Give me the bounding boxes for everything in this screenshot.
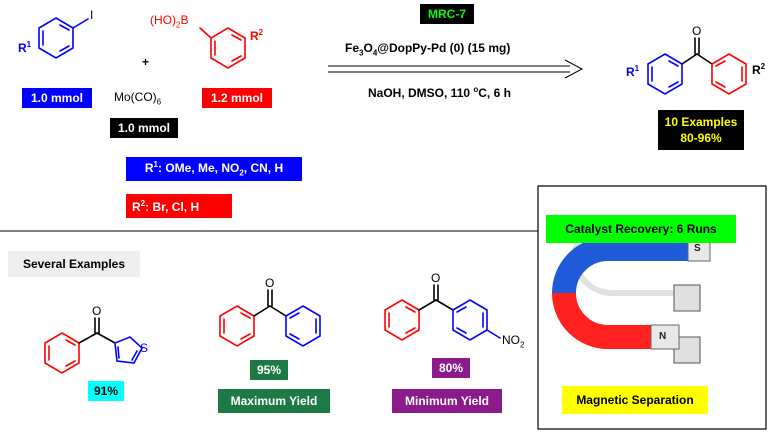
boronic-acid-label: (HO)2B <box>150 13 189 30</box>
conditions-label: NaOH, DMSO, 110 oC, 6 h <box>368 85 511 100</box>
recovery-title-box: Catalyst Recovery: 6 Runs <box>546 215 736 243</box>
example3-nitro: NO2 <box>502 333 525 350</box>
example2-oxygen: O <box>265 276 275 290</box>
r2-substituent: R2 <box>250 28 264 43</box>
reactant1-amount-box: 1.0 mmol <box>22 88 92 108</box>
aryl-iodide-structure <box>38 17 89 59</box>
plus-sign: + <box>142 55 150 69</box>
example1-sulfur: S <box>140 341 149 355</box>
scope-summary-box: 10 Examples 80-96% <box>658 110 744 150</box>
example3-caption: Minimum Yield <box>392 389 502 413</box>
iodide-label: I <box>90 8 94 22</box>
reactant2-amount-box: 1.2 mmol <box>202 88 272 108</box>
magnet-pole-n: N <box>659 331 667 342</box>
co-source-label: Mo(CO)6 <box>114 90 162 107</box>
catalyst-tag: MRC-7 <box>420 4 474 24</box>
example1-oxygen: O <box>92 304 102 318</box>
example3-oxygen: O <box>431 271 441 285</box>
magnet-pole-s: S <box>694 243 701 254</box>
aryl-boronic-acid-structure <box>199 27 246 69</box>
example-benzophenone-structure <box>219 289 321 347</box>
examples-heading: Several Examples <box>8 251 140 277</box>
example1-yield-badge: 91% <box>88 381 124 401</box>
co-source-amount-box: 1.0 mmol <box>110 118 178 138</box>
r1-substituent: R1 <box>18 40 32 55</box>
magnet-illustration <box>552 216 711 364</box>
example2-yield-badge: 95% <box>250 360 288 380</box>
product-r2: R2 <box>752 62 766 77</box>
catalyst-label: Fe3O4@DopPy-Pd (0) (15 mg) <box>345 41 511 58</box>
product-r1: R1 <box>626 64 640 79</box>
product-structure <box>647 37 747 95</box>
example-thiophene-structure <box>44 317 143 374</box>
example-nitrobenzophenone-structure <box>384 284 501 341</box>
r2-options-box: R2: Br, Cl, H <box>126 194 232 218</box>
recovery-caption-box: Magnetic Separation <box>562 386 708 414</box>
product-carbonyl-o: O <box>692 24 702 38</box>
r1-options-box: R1: OMe, Me, NO2, CN, H <box>126 157 302 181</box>
example3-yield-badge: 80% <box>432 358 470 378</box>
reaction-arrow <box>328 59 584 79</box>
example2-caption: Maximum Yield <box>218 389 330 413</box>
